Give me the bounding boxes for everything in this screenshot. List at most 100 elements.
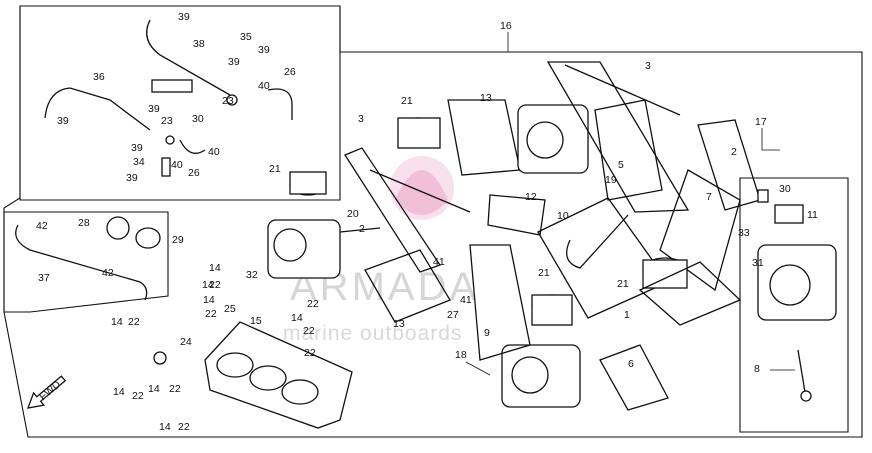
- part-number-label: 22: [132, 390, 144, 402]
- grommet: [153, 351, 167, 365]
- carburetor-4: [757, 189, 837, 402]
- frame-9: [469, 244, 531, 361]
- fuel-hose-inset-frame: [3, 211, 169, 313]
- part-number-label: 32: [246, 269, 258, 281]
- insulator-right: [638, 257, 742, 326]
- part-number-label: 10: [557, 210, 569, 222]
- part-number-label: 14: [209, 262, 221, 274]
- air-box-24: [153, 321, 353, 429]
- plate-13: [364, 249, 451, 323]
- hose-38: [146, 19, 231, 96]
- part-number-label: 21: [401, 95, 413, 107]
- clamp-29: [135, 227, 161, 249]
- part-number-label: 22: [205, 308, 217, 320]
- main-assembly-frame: [3, 5, 863, 438]
- part-number-label: 14: [148, 383, 160, 395]
- carb-bore-1: [273, 228, 307, 262]
- part-number-label: 39: [178, 11, 190, 23]
- part-number-label: 27: [447, 309, 459, 321]
- part-number-label: 39: [148, 103, 160, 115]
- fwd-arrow: FWD: [26, 375, 67, 409]
- part-number-label: 39: [258, 44, 270, 56]
- part-number-label: 14: [203, 294, 215, 306]
- insulator-21-body: [289, 171, 327, 195]
- part-number-label: 39: [131, 142, 143, 154]
- part-number-label: 15: [250, 315, 262, 327]
- part-11: [774, 204, 804, 224]
- part-number-label: 20: [347, 208, 359, 220]
- part-number-label: 37: [38, 272, 50, 284]
- part-number-label: 11: [807, 209, 818, 221]
- part-number-label: 42: [102, 267, 114, 279]
- part-number-label: 22: [178, 421, 190, 433]
- breather-hoses-group: [44, 19, 293, 177]
- plate-7: [659, 169, 741, 292]
- carburetor-4-inset-frame: [739, 177, 849, 433]
- part-number-label: 25: [224, 303, 236, 315]
- part-number-label: 6: [628, 358, 634, 370]
- part-number-label: 22: [209, 279, 221, 291]
- part-number-label: 39: [126, 172, 138, 184]
- part-number-label: 21: [269, 163, 281, 175]
- bracket-part: [151, 79, 193, 93]
- carburetor-1: [267, 171, 381, 279]
- part-number-label: 21: [617, 278, 629, 290]
- carburetor-3: [469, 244, 669, 411]
- carb-body-3: [501, 344, 581, 408]
- part-number-label: 41: [433, 256, 445, 268]
- part-number-label: 40: [171, 159, 183, 171]
- part-number-label: 14: [159, 421, 171, 433]
- part-number-label: 22: [307, 298, 319, 310]
- part-number-label: 1: [624, 309, 630, 321]
- frame-6: [599, 344, 669, 411]
- part-number-label: 18: [455, 349, 467, 361]
- part-number-label: 2: [359, 223, 365, 235]
- part-number-label: 41: [460, 294, 472, 306]
- part-number-label: 33: [738, 227, 750, 239]
- screw-8-head: [800, 390, 812, 402]
- hose-36: [44, 87, 151, 131]
- clip-23: [226, 94, 238, 106]
- part-number-label: 3: [645, 60, 651, 72]
- fuel-hoses-group: [15, 216, 161, 301]
- part-number-label: 22: [169, 383, 181, 395]
- rod-10: [566, 214, 629, 269]
- part-number-label: 38: [193, 38, 205, 50]
- part-number-label: 14: [113, 386, 125, 398]
- part-number-label: 22: [128, 316, 140, 328]
- part-number-label: 30: [192, 113, 204, 125]
- part-number-label: 5: [618, 159, 624, 171]
- insulator-21b-body: [397, 117, 441, 149]
- part-number-label: 26: [188, 167, 200, 179]
- clip-23b: [165, 135, 175, 145]
- carb-body-2: [517, 104, 589, 174]
- part-number-label: 14: [291, 312, 303, 324]
- carb-bore-3: [511, 356, 549, 394]
- part-number-label: 22: [303, 325, 315, 337]
- hose-37: [15, 224, 148, 301]
- filter-28: [106, 216, 130, 240]
- part-number-label: 17: [755, 116, 767, 128]
- carb-bore-4: [769, 264, 811, 306]
- breather-inset-frame: [19, 5, 341, 201]
- part-number-label: 16: [500, 20, 512, 32]
- part-number-label: 40: [258, 80, 270, 92]
- part-number-label: 34: [133, 156, 145, 168]
- part-number-label: 2: [731, 146, 737, 158]
- plate-1: [638, 261, 742, 326]
- part-number-label: 22: [304, 347, 316, 359]
- hose-26b: [179, 139, 206, 154]
- part-number-label: 36: [93, 71, 105, 83]
- carb-body-1: [267, 219, 341, 279]
- insulator-21d-body: [642, 259, 688, 289]
- part-number-label: 30: [779, 183, 791, 195]
- part-number-label: 40: [208, 146, 220, 158]
- part-number-label: 39: [228, 56, 240, 68]
- part-number-label: 23: [222, 95, 234, 107]
- carb-bore-2: [526, 121, 564, 159]
- part-number-label: 29: [172, 234, 184, 246]
- part-number-label: 42: [36, 220, 48, 232]
- plate-5: [594, 99, 663, 201]
